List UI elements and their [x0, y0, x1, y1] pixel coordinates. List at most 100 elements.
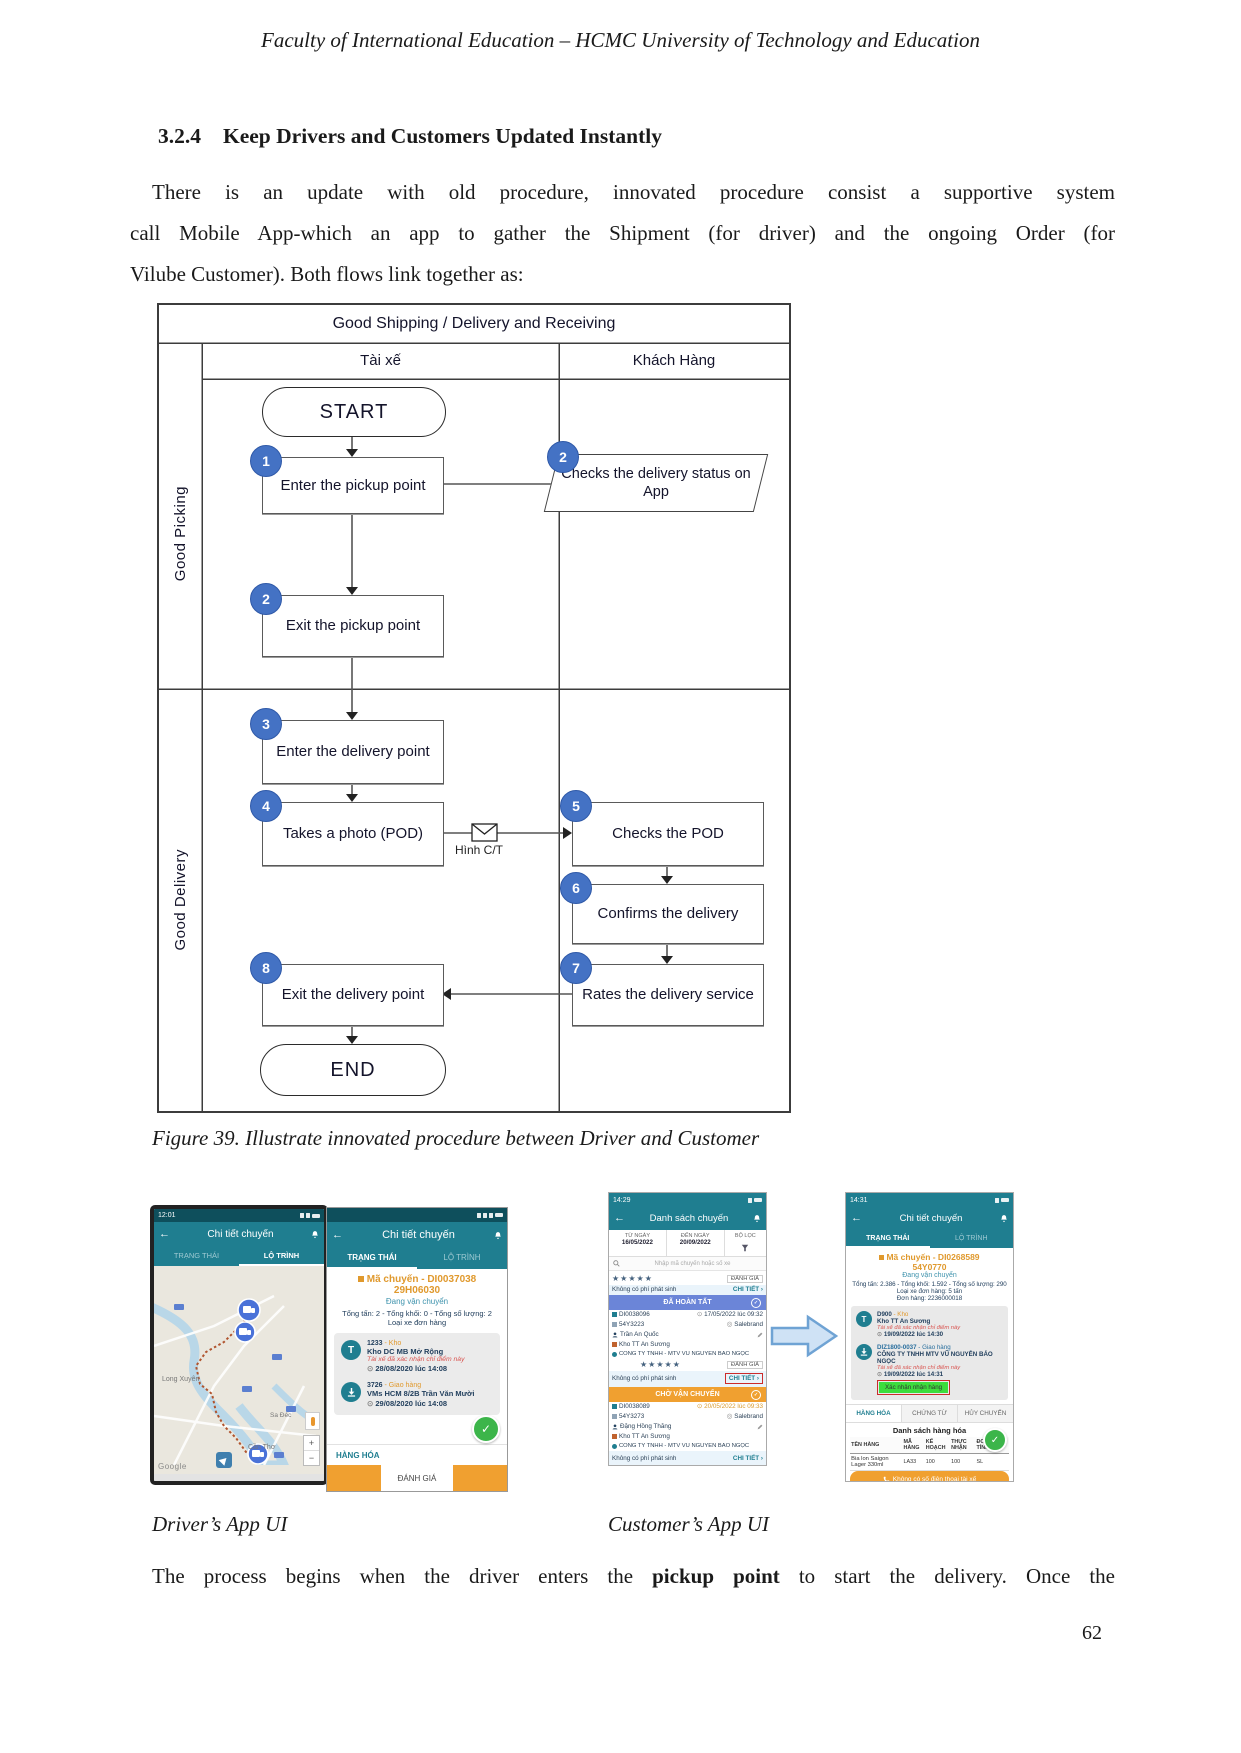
- step-badge: 4: [250, 790, 282, 822]
- trip-icon: [879, 1255, 885, 1260]
- action-right-button[interactable]: [453, 1465, 507, 1491]
- rate-button[interactable]: ĐÁNH GIÁ: [726, 1274, 763, 1283]
- stars[interactable]: ★★★★★: [640, 1360, 681, 1369]
- zoom-in-button[interactable]: +: [304, 1436, 319, 1451]
- map-canvas[interactable]: Long Xuyên Sa Đéc Cần Thơ Google + −: [154, 1266, 324, 1474]
- tab-lo-trinh[interactable]: LỘ TRÌNH: [239, 1247, 324, 1266]
- recenter-button[interactable]: [216, 1452, 232, 1468]
- person-icon: [612, 1331, 618, 1337]
- bell-icon[interactable]: [753, 1214, 761, 1223]
- rate-button[interactable]: ĐÁNH GIÁ: [726, 1360, 763, 1369]
- stop-time: ⊙ 28/08/2020 lúc 14:08: [367, 1364, 448, 1373]
- truck-marker-pickup: [237, 1298, 261, 1322]
- search-bar[interactable]: Nhập mã chuyến hoặc số xe: [609, 1257, 766, 1271]
- trip-status: Đang vận chuyển: [385, 1297, 449, 1306]
- filter-to[interactable]: ĐẾN NGÀY 20/09/2022: [667, 1230, 725, 1256]
- banner-icon: ✓: [751, 1389, 761, 1400]
- bell-icon[interactable]: [311, 1230, 319, 1239]
- funnel-icon: [742, 1244, 749, 1252]
- tab-chung-tu[interactable]: CHỨNG TỪ: [901, 1405, 957, 1422]
- detail-link-highlighted[interactable]: CHI TIẾT ›: [724, 1373, 763, 1384]
- order-number: Đơn hàng: 2236000018: [896, 1295, 963, 1302]
- trip-id-icon: [612, 1404, 617, 1409]
- warehouse: Kho TT An Sương: [619, 1433, 670, 1440]
- detail-link[interactable]: CHI TIẾT ›: [732, 1455, 763, 1462]
- pegman-control[interactable]: [305, 1412, 320, 1430]
- figure-caption: Figure 39. Illustrate innovated procedur…: [152, 1126, 760, 1150]
- tab-trang-thai[interactable]: TRẠNG THÁI: [173, 1251, 220, 1260]
- status-icons: [748, 1197, 762, 1203]
- bottom-bar: HÀNG HÓA ĐÁNH GIÁ: [327, 1444, 507, 1491]
- tab-hang-hoa[interactable]: HÀNG HÓA: [327, 1444, 507, 1465]
- trip-totals: Tổng tấn: 2 - Tổng khối: 0 - Tổng số lượ…: [342, 1309, 492, 1318]
- detail-link[interactable]: CHI TIẾT ›: [732, 1286, 763, 1293]
- pencil-icon[interactable]: [757, 1424, 763, 1430]
- step-badge: 2: [547, 441, 579, 473]
- tab-huy-chuyen[interactable]: HỦY CHUYẾN: [957, 1405, 1013, 1422]
- trip-time: 20/05/2022 lúc 09:33: [704, 1403, 763, 1410]
- confirm-highlight-annotation: Xác nhận nhận hàng: [877, 1380, 951, 1395]
- back-icon[interactable]: ←: [159, 1228, 170, 1240]
- tab-bar: TRẠNG THÁI LỘ TRÌNH: [154, 1247, 324, 1266]
- pencil-icon[interactable]: [757, 1332, 763, 1338]
- delivery-stop-icon: [341, 1382, 361, 1402]
- filter-from[interactable]: TỪ NGÀY 16/05/2022: [609, 1230, 667, 1256]
- app-bar: ← Chi tiết chuyến: [846, 1207, 1013, 1230]
- vehicle-type: Loại xe đơn hàng: 5 tấn: [896, 1288, 963, 1295]
- flowchart: Good Shipping / Delivery and Receiving T…: [157, 303, 791, 1113]
- confirm-check-button[interactable]: ✓: [472, 1415, 500, 1443]
- lane-header-customer: Khách Hàng: [632, 352, 716, 369]
- bell-icon[interactable]: [494, 1231, 502, 1240]
- trip-list-item-1[interactable]: DI0038096⊙17/05/2022 lúc 09:32 54Y3223◎S…: [609, 1310, 766, 1387]
- pickup-stop-icon: T: [341, 1340, 361, 1360]
- stop-name: Kho DC MB Mở Rộng: [367, 1347, 444, 1356]
- trip-list-item-2[interactable]: DI0038089⊙20/05/2022 lúc 09:33 54Y3273◎S…: [609, 1402, 766, 1465]
- paragraph-1-line-2: call Mobile App-which an app to gather t…: [130, 221, 1115, 245]
- customer-app-detail-screen: 14:31 ← Chi tiết chuyến TRẠNG THÁI LỘ TR…: [845, 1192, 1014, 1482]
- trip-id: DI0038089: [619, 1403, 650, 1410]
- stop-time: ⊙ 29/08/2020 lúc 14:08: [367, 1399, 448, 1408]
- stop-type: - Kho: [893, 1311, 909, 1318]
- step-badge: 5: [560, 790, 592, 822]
- status-icons: [300, 1213, 320, 1218]
- app-bar: ← Danh sách chuyến: [609, 1207, 766, 1230]
- page-number: 62: [1082, 1622, 1102, 1644]
- person-icon: [612, 1423, 618, 1429]
- paragraph-2-post: to start the delivery. Once the: [779, 1564, 1115, 1588]
- map-label-sa-dec: Sa Đéc: [270, 1412, 292, 1419]
- section-number: 3.2.4: [158, 124, 201, 148]
- goods-table-row: Bia lon Saigon Lager 330ml LA33 100 100 …: [850, 1453, 1009, 1471]
- driver-app-detail-screen: ← Chi tiết chuyến TRẠNG THÁI LỘ TRÌNH Mã…: [326, 1207, 508, 1492]
- no-phone-button[interactable]: Không có số điện thoại tài xế: [850, 1471, 1009, 1481]
- back-icon[interactable]: ←: [851, 1212, 862, 1224]
- goods-check-button[interactable]: ✓: [983, 1428, 1007, 1452]
- section-title: Keep Drivers and Customers Updated Insta…: [223, 124, 662, 148]
- stop-name: CÔNG TY TNHH MTV VŨ NGUYỄN BẢO NGỌC: [877, 1351, 993, 1365]
- tab-hang-hoa[interactable]: HÀNG HÓA: [846, 1405, 901, 1422]
- zoom-out-button[interactable]: −: [308, 1453, 315, 1463]
- confirm-receive-button[interactable]: Xác nhận nhận hàng: [879, 1382, 949, 1393]
- rate-button[interactable]: ĐÁNH GIÁ: [381, 1465, 453, 1491]
- tab-lo-trinh[interactable]: LỘ TRÌNH: [954, 1234, 988, 1242]
- tab-trang-thai[interactable]: TRẠNG THÁI: [327, 1248, 417, 1269]
- back-icon[interactable]: ←: [614, 1212, 625, 1224]
- stop-type: - Kho: [384, 1340, 402, 1347]
- back-icon[interactable]: ←: [332, 1228, 343, 1241]
- stops-card: T D900 - Kho Kho TT An Sương Tài xế đã x…: [851, 1306, 1008, 1400]
- zoom-control[interactable]: + −: [303, 1435, 320, 1466]
- action-left-button[interactable]: [327, 1465, 381, 1491]
- bell-icon[interactable]: [1000, 1214, 1008, 1223]
- tab-bar: TRẠNG THÁI LỘ TRÌNH: [846, 1230, 1013, 1248]
- tab-trang-thai[interactable]: TRẠNG THÁI: [846, 1230, 930, 1248]
- vehicle-icon: [612, 1322, 617, 1327]
- company-icon: [612, 1443, 617, 1449]
- stars[interactable]: ★★★★★: [612, 1274, 653, 1283]
- step-exit-delivery: 8 Exit the delivery point: [250, 952, 444, 1026]
- tab-bar: TRẠNG THÁI LỘ TRÌNH: [327, 1248, 507, 1269]
- trip-detail-body: Mã chuyến - DI0268589 54Y0770 Đang vận c…: [846, 1248, 1013, 1481]
- transition-arrow: [770, 1314, 839, 1358]
- tab-lo-trinh[interactable]: LỘ TRÌNH: [443, 1253, 481, 1262]
- stop-item-pickup: T D900 - Kho Kho TT An Sương Tài xế đã x…: [856, 1311, 1003, 1338]
- filter-button[interactable]: BỘ LỌC: [725, 1230, 766, 1256]
- warehouse-icon: [612, 1342, 617, 1347]
